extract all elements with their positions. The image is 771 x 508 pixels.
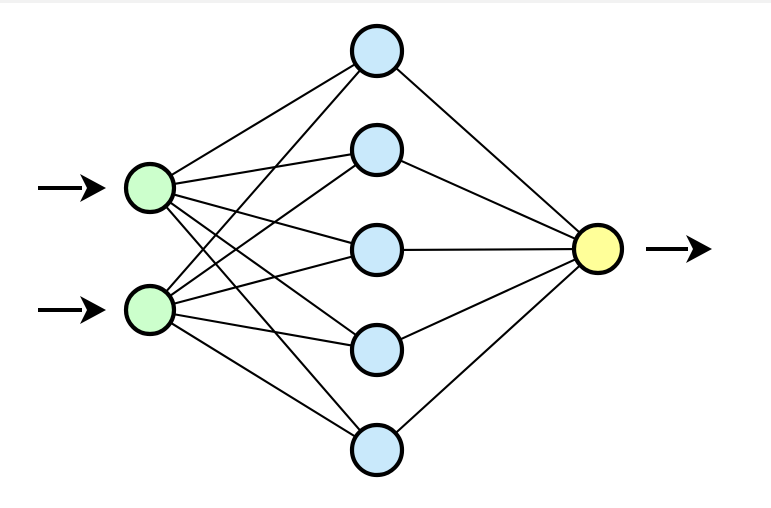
edge-i1-h4 <box>167 200 359 338</box>
edge-h2-o1 <box>397 158 579 241</box>
output-arrow-icon <box>646 235 712 263</box>
edge-i1-h2 <box>171 152 355 186</box>
output-arrow-head <box>686 235 712 263</box>
node-hidden-h5[interactable] <box>349 422 405 478</box>
node-hidden-h1[interactable] <box>349 23 405 79</box>
edge-i2-h3 <box>171 255 355 306</box>
canvas-top-edge-strip <box>0 0 771 3</box>
edge-i2-h5 <box>168 321 358 439</box>
input-arrow-top-icon <box>38 174 106 202</box>
nodes-group <box>123 23 625 478</box>
input-arrow-top-head <box>80 174 106 202</box>
input-arrow-bottom-head <box>80 296 106 324</box>
edge-h1-o1 <box>393 65 582 235</box>
input-arrow-bottom-icon <box>38 296 106 324</box>
edge-i2-h2 <box>167 162 359 298</box>
node-hidden-h2[interactable] <box>349 122 405 178</box>
node-input-i2[interactable] <box>123 283 177 337</box>
node-input-i1[interactable] <box>123 161 177 215</box>
edge-h4-o1 <box>397 257 579 342</box>
edge-i1-h3 <box>171 193 355 245</box>
node-output-o1[interactable] <box>571 222 625 276</box>
edges-group <box>164 62 583 439</box>
io-arrows-group <box>38 174 712 324</box>
edge-h5-o1 <box>393 263 583 435</box>
edge-h3-o1 <box>399 248 577 251</box>
edge-i2-h1 <box>164 68 363 294</box>
edge-i2-h4 <box>171 312 355 347</box>
edge-i1-h1 <box>168 62 358 178</box>
node-hidden-h3[interactable] <box>349 222 405 278</box>
edge-i1-h5 <box>164 204 363 433</box>
node-hidden-h4[interactable] <box>349 322 405 378</box>
